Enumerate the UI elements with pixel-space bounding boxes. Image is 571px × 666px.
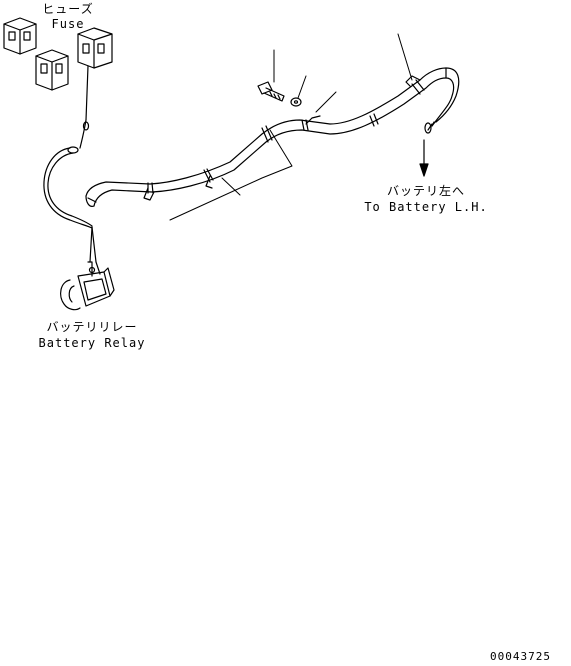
mounting-bolt [257, 81, 285, 102]
fuse-block-right [77, 27, 113, 69]
fuse-block-middle [35, 49, 69, 91]
washer [290, 97, 302, 107]
battery-lh-label-jp: バッテリ左へ [386, 184, 465, 198]
fuse-label-en: Fuse [51, 17, 85, 31]
fuse-lead-wire [67, 65, 90, 154]
battery-lh-label-en: To Battery L.H. [364, 200, 488, 214]
battery-relay [60, 261, 115, 311]
fuse-label-jp: ヒューズ [42, 2, 94, 16]
battery-relay-label-en: Battery Relay [38, 336, 146, 350]
main-harness [85, 67, 460, 207]
leader-lines [169, 33, 413, 221]
battery-arrow [419, 139, 429, 177]
battery-relay-label-jp: バッテリリレー [46, 320, 138, 334]
drawing-number: 00043725 [490, 650, 551, 663]
relay-branch-wire [43, 147, 97, 263]
fuse-block-left [3, 17, 37, 55]
